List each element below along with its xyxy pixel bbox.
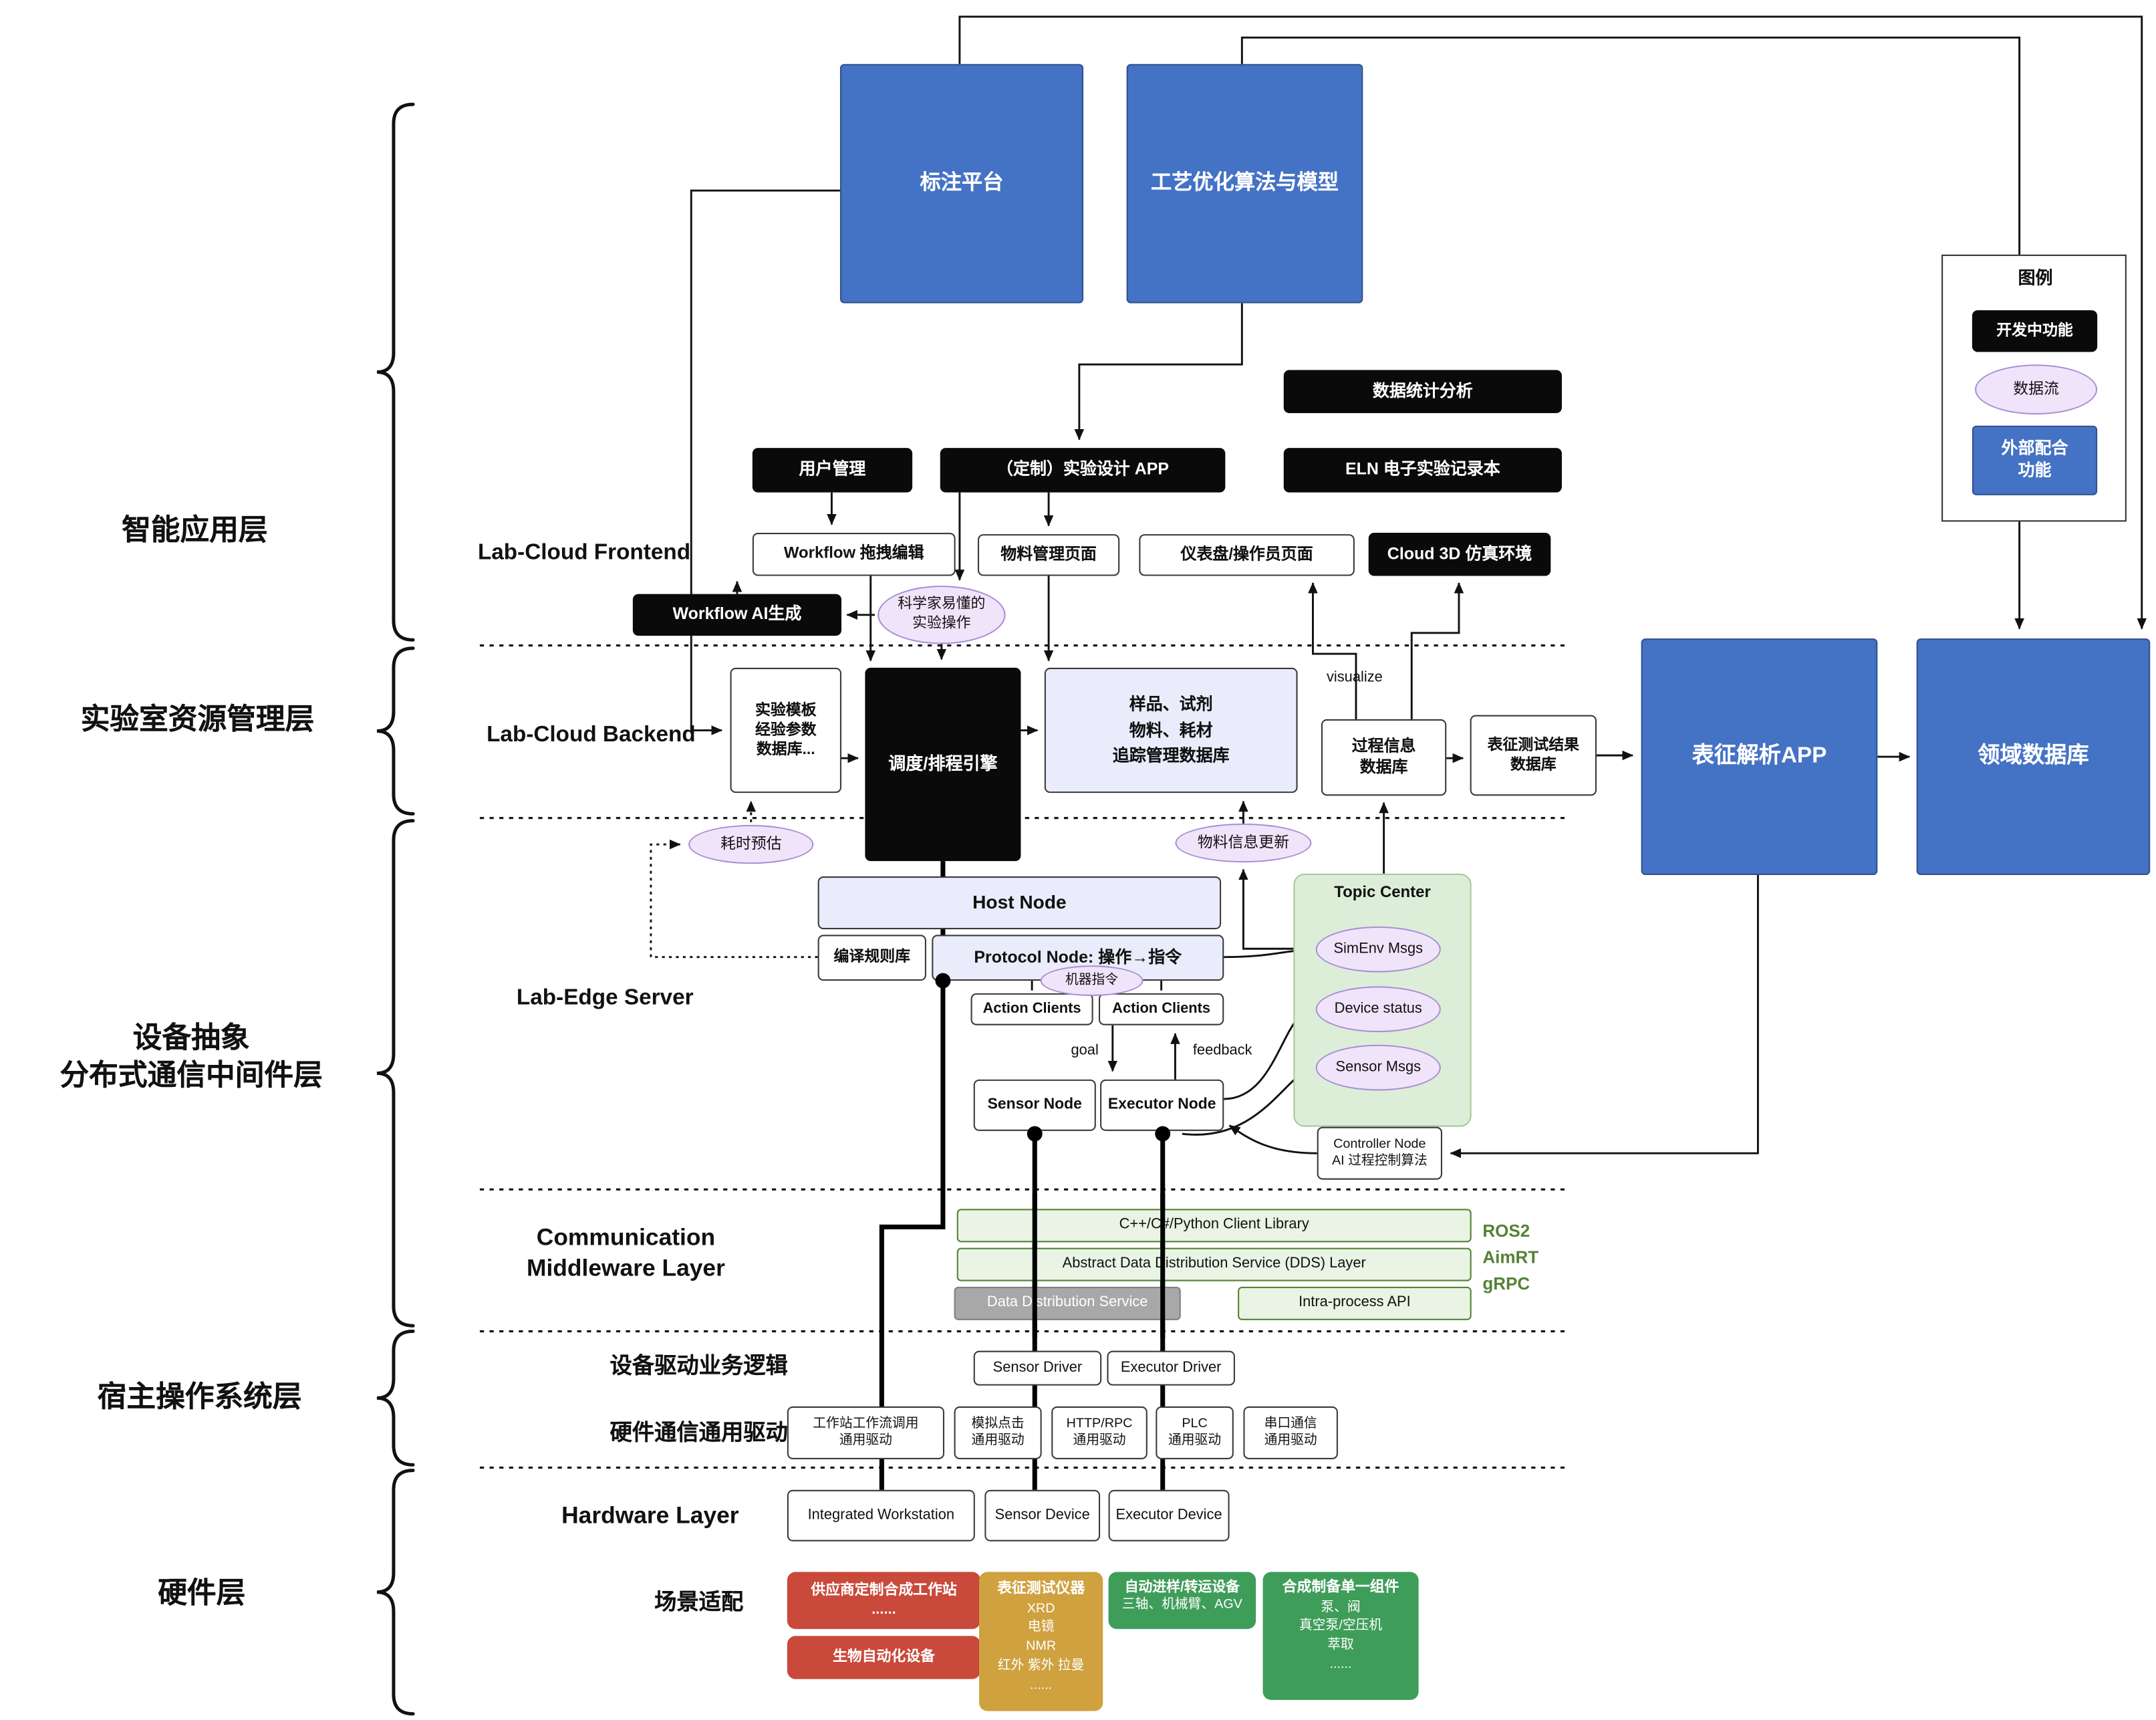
controller-node-box: Controller Node AI 过程控制算法 — [1317, 1126, 1442, 1180]
process-optimization-node: 工艺优化算法与模型 — [1126, 64, 1363, 303]
characterization-instruments-title: 表征测试仪器 — [997, 1580, 1085, 1597]
layer-separators — [479, 644, 1568, 1469]
dotted-arrows — [650, 800, 818, 959]
vendor-workstation-box: 供应商定制合成工作站 ...... — [787, 1572, 981, 1629]
sensor-driver-box: Sensor Driver — [973, 1350, 1102, 1386]
layer-label-resource: 实验室资源管理层 — [80, 704, 315, 737]
action-clients-1-box: Action Clients — [970, 993, 1093, 1025]
compile-rules-box: 编译规则库 — [817, 935, 926, 981]
topic-simenv-ellipse: SimEnv Msgs — [1315, 926, 1441, 973]
legend-dataflow-chip: 数据流 — [1975, 364, 2098, 415]
driver-http-rpc-box: HTTP/RPC 通用驱动 — [1051, 1406, 1148, 1459]
dashboard-operator-page-box: 仪表盘/操作员页面 — [1139, 534, 1355, 576]
material-update-ellipse: 物料信息更新 — [1175, 823, 1312, 863]
layer-braces — [376, 102, 415, 1716]
driver-serial-box: 串口通信 通用驱动 — [1243, 1406, 1338, 1459]
custom-experiment-app-box: （定制）实验设计 APP — [940, 448, 1226, 493]
legend-external-chip: 外部配合 功能 — [1972, 425, 2098, 495]
hw-comm-driver-section-label: 硬件通信通用驱动 — [610, 1421, 788, 1445]
action-clients-2-box: Action Clients — [1098, 993, 1224, 1025]
data-statistics-box: 数据统计分析 — [1283, 370, 1562, 414]
executor-device-box: Executor Device — [1108, 1489, 1230, 1542]
sample-tracking-db-box: 样品、试剂 物料、耗材 追踪管理数据库 — [1044, 667, 1298, 793]
topic-sensor-msgs-ellipse: Sensor Msgs — [1315, 1044, 1441, 1091]
user-management-box: 用户管理 — [752, 448, 913, 493]
legend-panel: 图例 开发中功能 数据流 外部配合 功能 — [1941, 254, 2127, 522]
material-management-page-box: 物料管理页面 — [977, 534, 1120, 576]
backend-section-label: Lab-Cloud Backend — [487, 723, 696, 747]
scene-adaptation-label: 场景适配 — [654, 1590, 744, 1615]
characterization-instruments-body: XRD 电镜 NMR 红外 紫外 拉曼 ...... — [997, 1600, 1085, 1693]
characterization-instruments-box: 表征测试仪器 XRD 电镜 NMR 红外 紫外 拉曼 ...... — [979, 1572, 1103, 1711]
eln-box: ELN 电子实验记录本 — [1283, 448, 1562, 493]
driver-sim-click-box: 模拟点击 通用驱动 — [954, 1406, 1042, 1459]
workflow-ai-generation-box: Workflow AI生成 — [632, 594, 842, 636]
scheduling-engine-box: 调度/排程引擎 — [865, 667, 1021, 862]
synthesis-components-title: 合成制备单一组件 — [1282, 1578, 1399, 1596]
transfer-equipment-box: 自动进样/转运设备 三轴、机械臂、AGV — [1108, 1572, 1256, 1629]
machine-command-ellipse: 机器指令 — [1040, 965, 1143, 996]
domain-db-node: 领域数据库 — [1916, 638, 2151, 875]
layer-label-middleware: 设备抽象 分布式通信中间件层 — [59, 1021, 323, 1092]
visualize-label: visualize — [1326, 669, 1383, 687]
framework-list: ROS2 AimRT gRPC — [1482, 1221, 1539, 1294]
process-info-db-box: 过程信息 数据库 — [1321, 719, 1447, 796]
comm-middleware-section-label: Communication Middleware Layer — [526, 1224, 725, 1281]
dds-service-bar: Data Distribution Service — [954, 1286, 1181, 1320]
feedback-label: feedback — [1192, 1042, 1252, 1059]
dds-layer-bar: Abstract Data Distribution Service (DDS)… — [956, 1247, 1472, 1281]
hardware-section-label: Hardware Layer — [561, 1502, 739, 1529]
sensor-device-box: Sensor Device — [984, 1489, 1101, 1542]
client-library-bar: C++/C#/Python Client Library — [956, 1209, 1472, 1243]
bio-automation-box: 生物自动化设备 — [787, 1636, 981, 1679]
cloud-3d-sim-box: Cloud 3D 仿真环境 — [1368, 533, 1551, 576]
integrated-workstation-box: Integrated Workstation — [787, 1489, 975, 1542]
host-node-box: Host Node — [817, 876, 1222, 930]
workflow-drag-editor-box: Workflow 拖拽编辑 — [752, 533, 956, 576]
characterization-result-db-box: 表征测试结果 数据库 — [1470, 715, 1597, 796]
transfer-equipment-body: 三轴、机械臂、AGV — [1121, 1596, 1242, 1612]
transfer-equipment-title: 自动进样/转运设备 — [1124, 1580, 1240, 1596]
device-driver-section-label: 设备驱动业务逻辑 — [610, 1354, 788, 1378]
scientist-friendly-ops-ellipse: 科学家易懂的 实验操作 — [878, 586, 1006, 644]
layer-label-app: 智能应用层 — [122, 515, 268, 547]
topic-device-status-ellipse: Device status — [1315, 986, 1441, 1033]
short-links — [1031, 981, 1163, 991]
legend-title: 图例 — [2018, 268, 2053, 288]
executor-node-box: Executor Node — [1100, 1079, 1224, 1131]
sensor-node-box: Sensor Node — [973, 1079, 1096, 1131]
layer-label-hardware: 硬件层 — [158, 1578, 246, 1610]
executor-driver-box: Executor Driver — [1107, 1350, 1235, 1386]
edge-server-section-label: Lab-Edge Server — [516, 985, 694, 1009]
driver-plc-box: PLC 通用驱动 — [1156, 1406, 1234, 1459]
annotation-platform-node: 标注平台 — [839, 64, 1084, 303]
topic-center-title: Topic Center — [1334, 884, 1431, 901]
goal-label: goal — [1071, 1042, 1099, 1059]
legend-developing-chip: 开发中功能 — [1972, 310, 2098, 352]
synthesis-components-body: 泵、阀 真空泵/空压机 萃取 ...... — [1299, 1599, 1383, 1673]
synthesis-components-box: 合成制备单一组件 泵、阀 真空泵/空压机 萃取 ...... — [1262, 1572, 1419, 1700]
characterization-app-node: 表征解析APP — [1641, 638, 1878, 875]
layer-label-host-os: 宿主操作系统层 — [97, 1382, 302, 1415]
driver-workstation-box: 工作站工作流调用 通用驱动 — [787, 1406, 944, 1459]
experiment-template-db-box: 实验模板 经验参数 数据库... — [730, 667, 842, 793]
frontend-section-label: Lab-Cloud Frontend — [477, 540, 691, 565]
time-estimate-ellipse: 耗时预估 — [688, 825, 814, 864]
intra-process-api-bar: Intra-process API — [1238, 1286, 1472, 1320]
